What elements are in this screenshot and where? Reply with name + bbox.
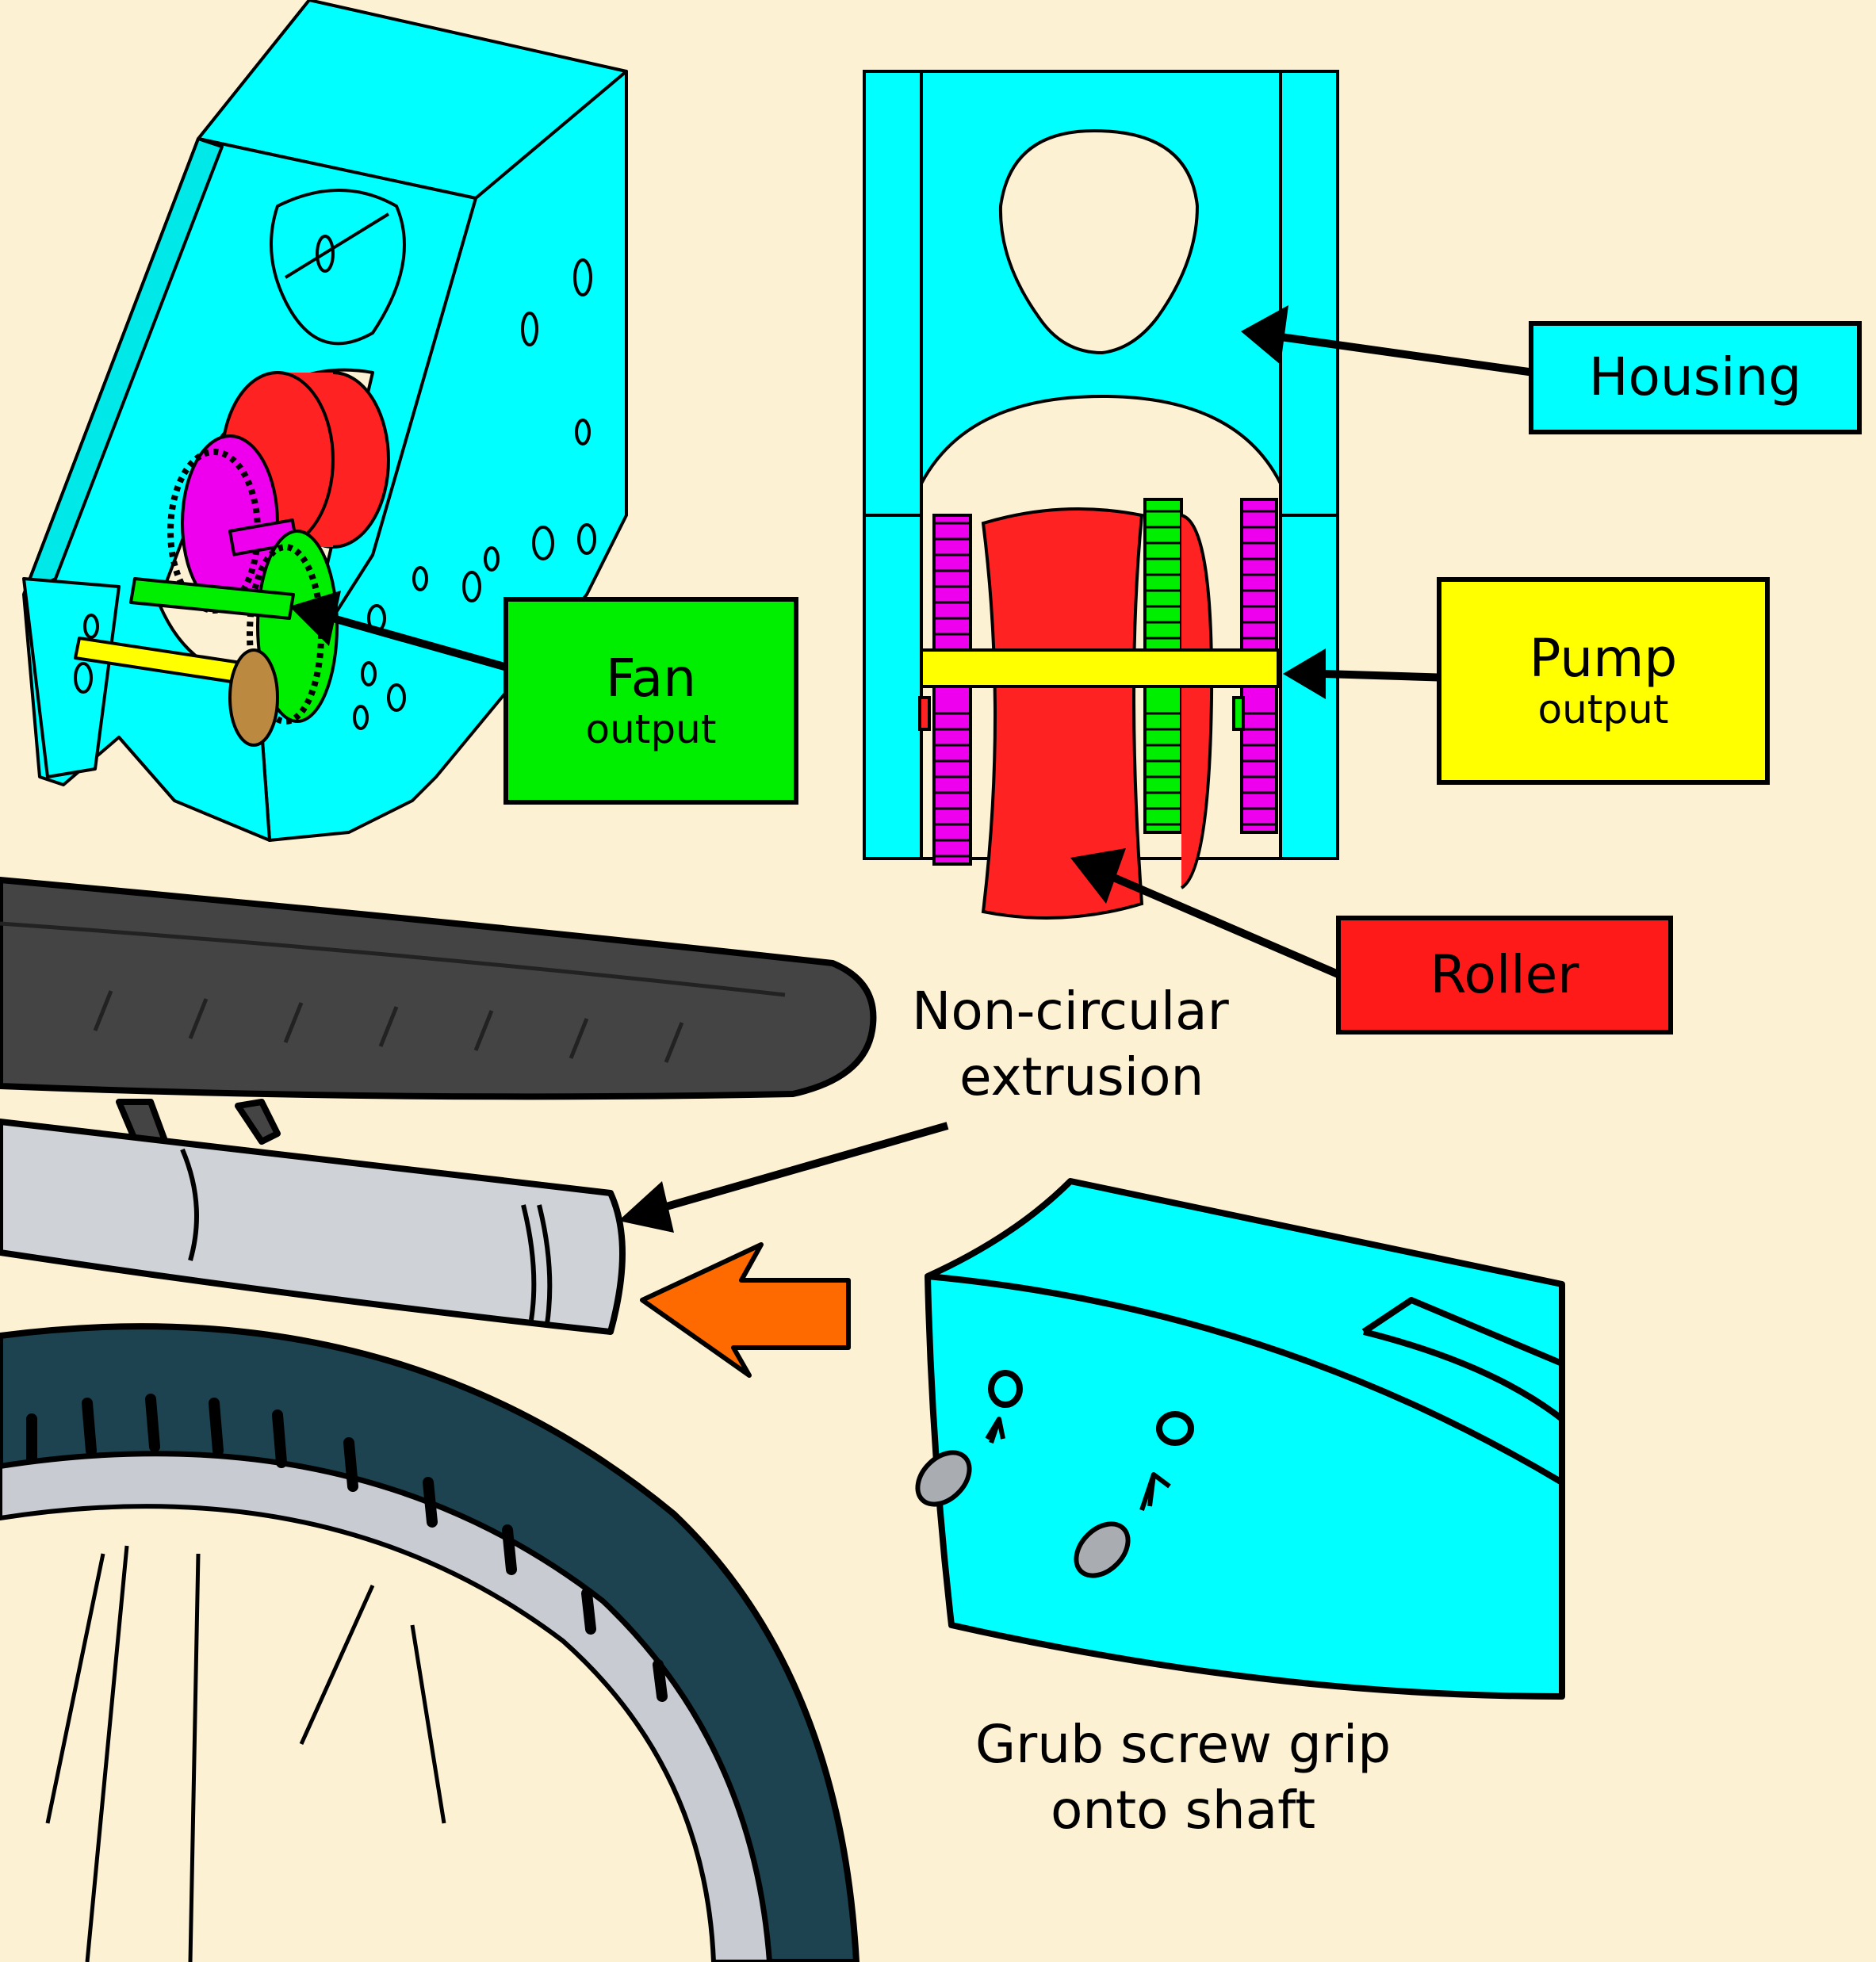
extrusion-caption-line1: Non-circular	[912, 979, 1229, 1045]
extrusion-caption: Non-circular extrusion	[912, 979, 1229, 1110]
housing-label-text: Housing	[1589, 349, 1801, 407]
rack-tube-extrusion	[0, 1122, 622, 1332]
grub-screw-block	[908, 1181, 1562, 1696]
roller-label-text: Roller	[1430, 947, 1579, 1004]
front-view-housing	[864, 71, 1338, 918]
extrusion-caption-line2: extrusion	[912, 1045, 1229, 1111]
pump-output-label: Pump output	[1437, 577, 1770, 785]
roller-label: Roller	[1336, 916, 1673, 1035]
grub-caption-line2: onto shaft	[975, 1778, 1391, 1844]
fan-label-line2: output	[586, 708, 717, 752]
housing-label: Housing	[1529, 321, 1862, 434]
grub-screw-caption: Grub screw grip onto shaft	[975, 1712, 1391, 1843]
bike-wheel	[0, 1326, 856, 1962]
fan-label-line1: Fan	[606, 650, 696, 708]
grub-caption-line1: Grub screw grip	[975, 1712, 1391, 1778]
pump-label-line2: output	[1538, 688, 1669, 732]
push-arrow-icon	[642, 1245, 848, 1375]
pump-label-line1: Pump	[1530, 630, 1678, 688]
fan-output-label: Fan output	[503, 597, 798, 805]
